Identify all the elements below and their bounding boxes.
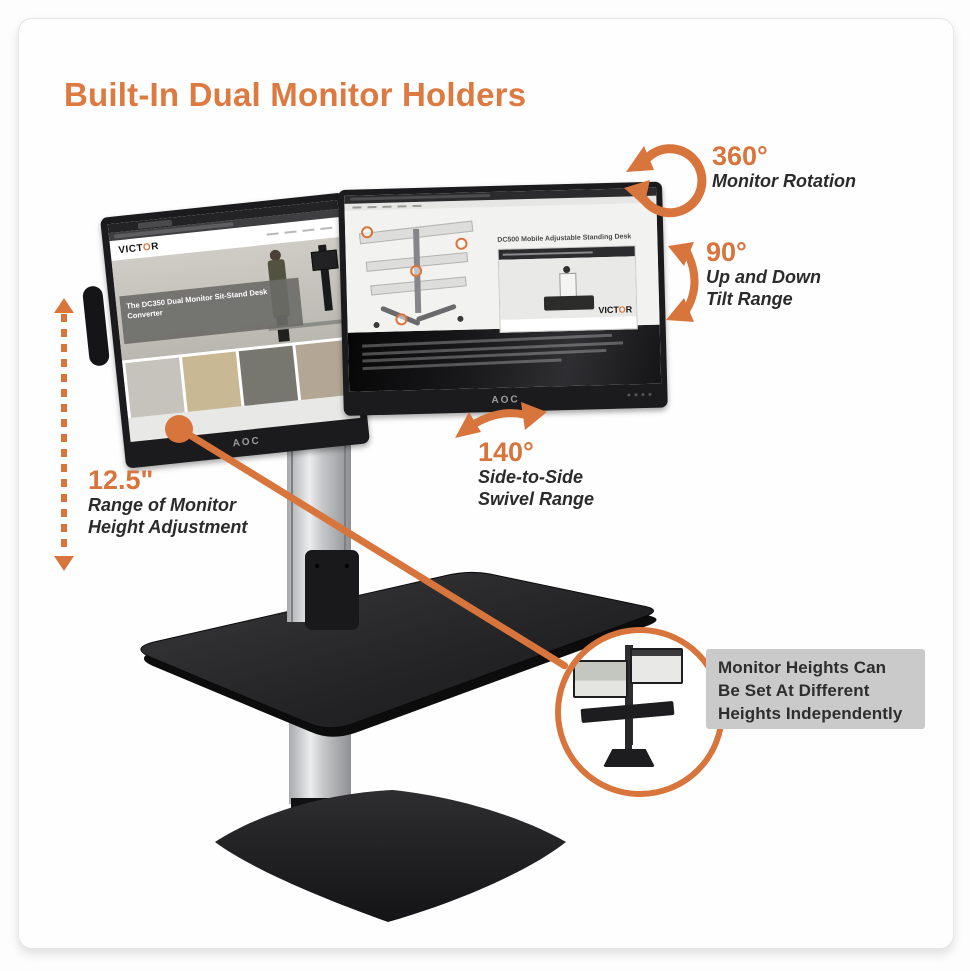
page-heading: DC500 Mobile Adjustable Standing Desk xyxy=(497,233,632,244)
left-monitor: VICTOR The DC350 Dual Monitor Sit-Stand … xyxy=(100,192,370,469)
monitor-buttons xyxy=(627,392,652,397)
page-title: Built-In Dual Monitor Holders xyxy=(64,76,527,113)
victor-logo: VICTOR xyxy=(117,240,160,256)
mini-stand-base xyxy=(603,749,655,767)
height-dashed-line-icon xyxy=(61,314,67,554)
callout-dot xyxy=(165,415,193,443)
nav-links xyxy=(266,226,333,236)
height-arrow-up-icon xyxy=(54,298,74,313)
swivel-140-icon xyxy=(455,402,547,438)
bracket-screw xyxy=(344,563,350,569)
hero-monitor xyxy=(310,249,339,272)
height-value: 12.5" xyxy=(88,465,154,495)
stand-base xyxy=(215,790,566,922)
rotation-360-icon xyxy=(624,144,707,218)
page-dark-section xyxy=(347,324,662,392)
height-arrow-down-icon xyxy=(54,556,74,571)
tilt-annotation: 90° Up and Down Tilt Range xyxy=(706,237,821,311)
rotation-value: 360° xyxy=(712,141,768,171)
tilt-label-line1: Up and Down xyxy=(706,267,821,288)
left-monitor-screen: VICTOR The DC350 Dual Monitor Sit-Stand … xyxy=(107,200,361,443)
callout-text-line: Monitor Heights Can xyxy=(718,658,887,677)
mobile-desk-illustration xyxy=(358,215,494,329)
callout-text-line: Be Set At Different xyxy=(718,681,870,700)
pole-groove-right xyxy=(344,382,346,622)
worksurface xyxy=(140,571,654,729)
swivel-annotation: 140° Side-to-Side Swivel Range xyxy=(478,437,595,511)
swivel-value: 140° xyxy=(478,437,534,467)
mini-left-monitor xyxy=(573,660,628,698)
inset-detail-circle xyxy=(555,627,725,797)
right-monitor: DC500 Mobile Adjustable Standing Desk VI… xyxy=(338,181,668,416)
tilt-90-icon xyxy=(666,242,699,322)
rotation-annotation: 360° Monitor Rotation xyxy=(712,141,856,193)
video-player: VICTOR xyxy=(497,245,638,333)
callout-text-line: Heights Independently xyxy=(718,704,903,723)
bracket-screw xyxy=(314,563,320,569)
swivel-label-line1: Side-to-Side xyxy=(478,467,584,488)
rotation-label: Monitor Rotation xyxy=(712,171,856,192)
height-annotation: 12.5" Range of Monitor Height Adjustment xyxy=(88,465,248,539)
video-frame: VICTOR xyxy=(498,256,637,320)
aoc-logo: AOC xyxy=(232,434,262,449)
product-page: DC500 Mobile Adjustable Standing Desk VI… xyxy=(344,202,660,333)
victor-logo: VICTOR xyxy=(598,304,633,316)
swivel-label-line2: Swivel Range xyxy=(478,489,595,510)
right-monitor-screen: DC500 Mobile Adjustable Standing Desk VI… xyxy=(344,187,662,392)
height-label-line2: Height Adjustment xyxy=(88,517,248,538)
mini-stand-pole xyxy=(625,645,633,745)
height-label-line1: Range of Monitor xyxy=(88,495,236,516)
mini-right-monitor xyxy=(630,648,683,684)
callout-text-box: Monitor Heights Can Be Set At Different … xyxy=(706,649,925,729)
stand-bracket xyxy=(305,550,359,630)
tilt-label-line2: Tilt Range xyxy=(706,289,793,310)
tilt-value: 90° xyxy=(706,237,747,267)
card-background xyxy=(18,18,954,949)
mini-stand-pole-lower xyxy=(625,719,632,753)
